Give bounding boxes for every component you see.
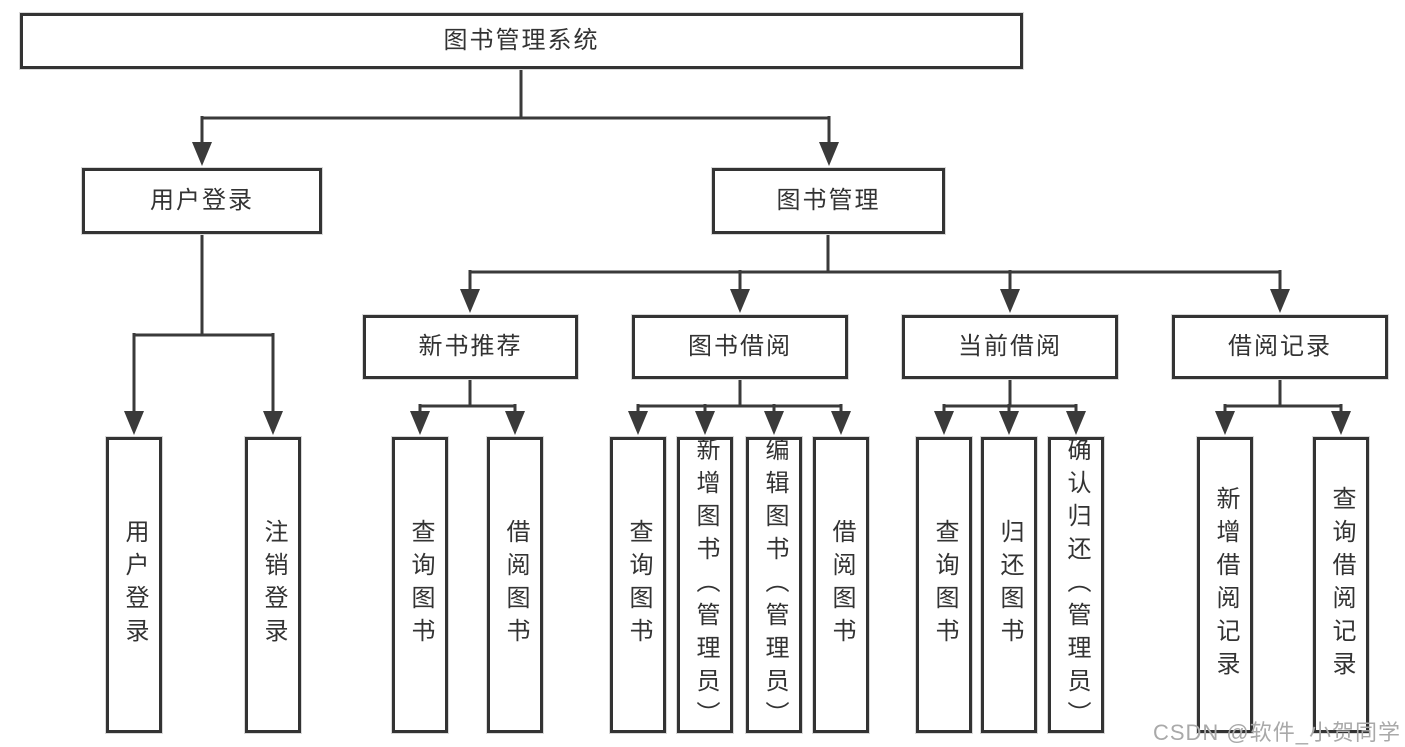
arrowhead <box>410 411 430 435</box>
connector-line <box>636 379 843 413</box>
node-new-book-recommend: 新书推荐 <box>363 315 578 379</box>
connector-book-management <box>460 234 1290 313</box>
connector-borrowing-records <box>1215 379 1351 435</box>
connector-line <box>468 234 1282 291</box>
arrowhead <box>192 142 212 166</box>
connector-line <box>200 69 831 144</box>
leaf-current-confirm-return-admin: 确认归还（管理员） <box>1048 437 1104 734</box>
arrowhead <box>831 411 851 435</box>
watermark: CSDN @软件_小贺同学 <box>1152 720 1401 745</box>
leaf-borrowing-query-books: 查询图书 <box>610 437 666 733</box>
node-root: 图书管理系统 <box>20 13 1023 69</box>
leaf-records-query-record: 查询借阅记录 <box>1313 437 1369 733</box>
arrowhead <box>263 411 283 435</box>
leaf-recommend-query-books: 查询图书 <box>392 437 448 733</box>
leaf-borrowing-add-books-admin: 新增图书（管理员） <box>677 437 733 734</box>
arrowhead <box>1270 289 1290 313</box>
arrowhead <box>1000 289 1020 313</box>
connector-line <box>1223 379 1343 413</box>
node-book-borrowing: 图书借阅 <box>632 315 848 379</box>
leaf-borrowing-edit-books-admin: 编辑图书（管理员） <box>746 437 802 734</box>
connector-book-borrowing <box>628 379 851 435</box>
node-book-management: 图书管理 <box>712 168 945 234</box>
leaf-current-return-books: 归还图书 <box>981 437 1037 733</box>
arrowhead <box>628 411 648 435</box>
arrowhead <box>460 289 480 313</box>
node-current-borrowing: 当前借阅 <box>902 315 1118 379</box>
leaf-records-add-record: 新增借阅记录 <box>1197 437 1253 733</box>
arrowhead <box>1066 411 1086 435</box>
node-borrowing-records: 借阅记录 <box>1172 315 1388 379</box>
arrowhead <box>505 411 525 435</box>
arrowhead <box>999 411 1019 435</box>
connector-line <box>132 234 275 413</box>
connector-line <box>942 379 1078 413</box>
arrowhead <box>124 411 144 435</box>
leaf-recommend-borrow-books: 借阅图书 <box>487 437 543 733</box>
arrowhead <box>1331 411 1351 435</box>
arrowhead <box>1215 411 1235 435</box>
connector-new-book-recommend <box>410 379 525 435</box>
arrowhead <box>695 411 715 435</box>
arrowhead <box>934 411 954 435</box>
arrowhead <box>764 411 784 435</box>
connector-user-login <box>124 234 283 435</box>
connector-line <box>418 379 517 413</box>
connector-current-borrowing <box>934 379 1086 435</box>
leaf-logout: 注销登录 <box>245 437 301 733</box>
arrowhead <box>730 289 750 313</box>
leaf-current-query-books: 查询图书 <box>916 437 972 733</box>
leaf-borrowing-borrow-books: 借阅图书 <box>813 437 869 733</box>
leaf-user-login: 用户登录 <box>106 437 162 733</box>
node-user-login: 用户登录 <box>82 168 322 234</box>
arrowhead <box>819 142 839 166</box>
connector-root <box>192 69 839 166</box>
